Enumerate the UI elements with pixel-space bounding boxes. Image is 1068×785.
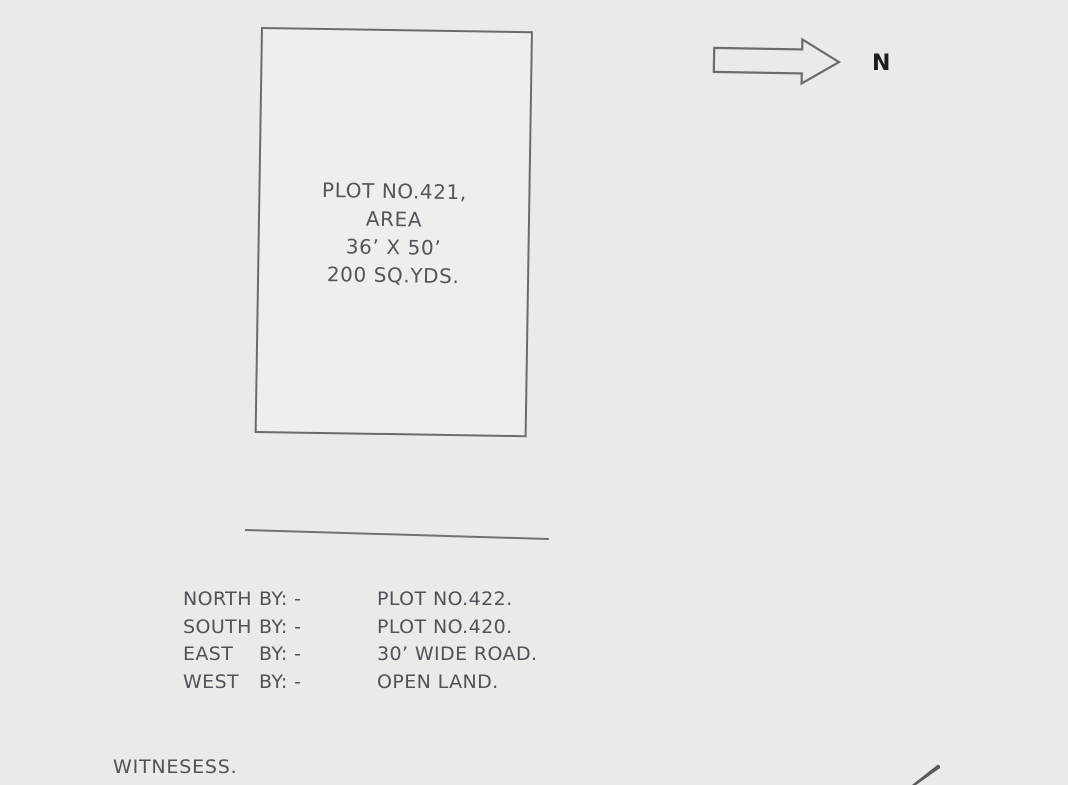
boundary-by-label: BY: - [259,643,302,665]
boundary-value: PLOT NO.420. [377,615,513,638]
boundary-value: OPEN LAND. [377,670,499,693]
boundary-direction: NORTH [183,588,252,610]
boundary-by-label: BY: - [259,588,302,610]
plot-label-block: PLOT NO.421, AREA 36’ X 50’ 200 SQ.YDS. [259,175,529,291]
boundary-row-west: WEST BY: - OPEN LAND. [183,669,537,697]
witness-heading: WITNESESS. [113,756,238,778]
boundary-row-east: EAST BY: - 30’ WIDE ROAD. [183,641,537,669]
plot-number: PLOT NO.421, [321,177,468,205]
boundary-value: PLOT NO.422. [377,588,513,610]
north-arrow-icon [712,37,842,86]
boundary-direction: SOUTH [183,615,252,638]
boundary-direction: EAST [183,643,234,665]
signature-stroke-mark [912,764,941,785]
north-label: N [872,51,891,76]
boundary-direction: WEST [183,670,240,693]
boundary-value: 30’ WIDE ROAD. [377,643,538,665]
plot-outline: PLOT NO.421, AREA 36’ X 50’ 200 SQ.YDS. [254,27,533,438]
plot-area-value: 200 SQ.YDS. [326,262,460,289]
boundary-schedule: NORTH BY: - PLOT NO.422. SOUTH BY: - PLO… [183,586,537,696]
boundary-by-label: BY: - [259,670,302,693]
plot-dimensions: 36’ X 50’ [345,234,442,260]
plot-area-word: AREA [365,206,423,232]
boundary-row-north: NORTH BY: - PLOT NO.422. [183,586,537,614]
boundary-by-label: BY: - [259,615,302,638]
separator-line [244,529,549,541]
boundary-row-south: SOUTH BY: - PLOT NO.420. [183,614,537,642]
